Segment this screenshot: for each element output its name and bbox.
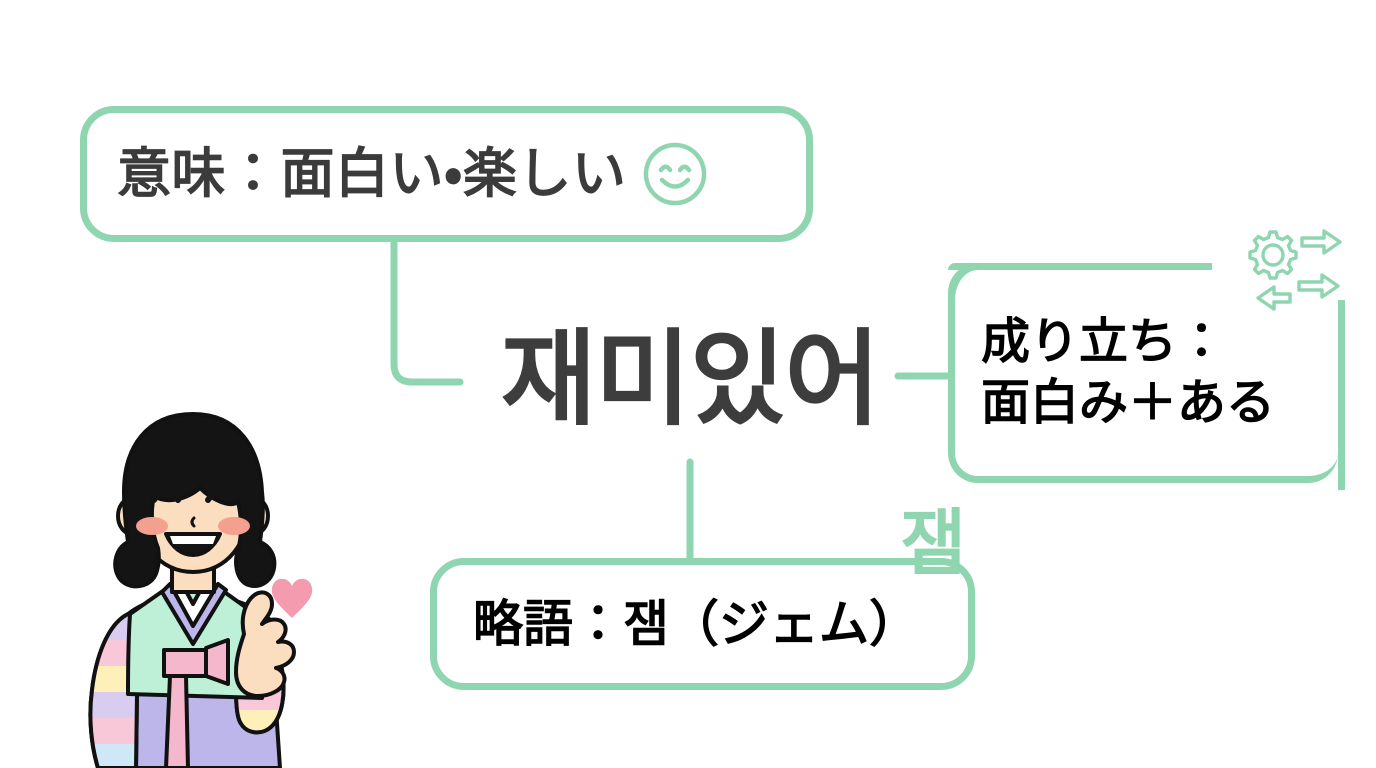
gear-arrows-icon bbox=[1248, 229, 1342, 311]
teeth bbox=[170, 536, 216, 544]
nose bbox=[190, 516, 196, 528]
origin-line-1: 成り立ち： bbox=[981, 314, 1227, 369]
abbreviation-text: 略語：잼（ジェム） bbox=[473, 596, 919, 652]
eye-left bbox=[151, 488, 181, 503]
meaning-card: 意味：面白い・楽しい bbox=[80, 106, 813, 242]
blush-left bbox=[136, 517, 168, 535]
origin-card: 成り立ち： 面白み＋ある bbox=[948, 229, 1345, 490]
origin-line-2: 面白み＋ある bbox=[981, 376, 1276, 430]
meaning-text: 意味：面白い・楽しい bbox=[117, 144, 627, 204]
eye-right bbox=[205, 488, 235, 503]
finger-heart-hand bbox=[234, 590, 296, 698]
headline-word: 재미있어 bbox=[500, 322, 881, 438]
abbreviation-card: 略語：잼（ジェム） bbox=[430, 558, 975, 690]
blush-right bbox=[218, 517, 250, 535]
goreum-ribbon-knot bbox=[162, 648, 208, 678]
hair-main bbox=[113, 412, 277, 589]
jam-decoration-text: 잼 bbox=[900, 504, 967, 584]
connector-meaning-to-headline bbox=[390, 238, 464, 386]
smiley-face-icon bbox=[644, 142, 707, 206]
goreum-ribbon-tail bbox=[164, 674, 190, 768]
origin-card-corner bbox=[948, 263, 985, 300]
heart-icon bbox=[271, 578, 313, 618]
goreum-ribbon-loop bbox=[204, 638, 230, 686]
hanbok-girl-illustration bbox=[88, 412, 313, 768]
